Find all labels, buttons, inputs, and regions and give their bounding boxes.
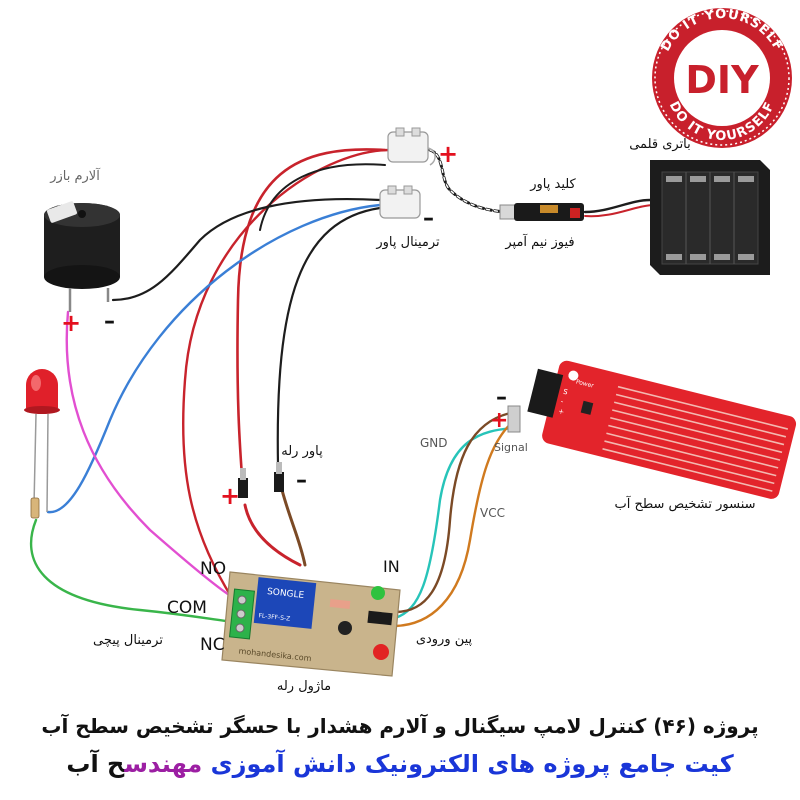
wire-black-buzzer <box>111 197 382 302</box>
wire-brown-gnd <box>393 410 517 614</box>
label-sensor: سنسور تشخیص سطح آب <box>614 495 755 512</box>
label-input-pins: پین ورودی <box>416 632 473 647</box>
label-battery: باتری قلمی <box>629 137 691 152</box>
logo-diy-text: DIY <box>685 58 759 102</box>
caption-kit-title: کیت جامع پروژه های الکترونیک دانش آموزی … <box>0 750 800 778</box>
wire-switch-battery <box>583 198 652 214</box>
sign-minus-relay: – <box>296 468 307 493</box>
wire-red-power <box>236 148 387 492</box>
wires <box>29 148 656 628</box>
sign-minus-terminal: – <box>423 206 434 231</box>
sign-minus-sensor: – <box>496 385 507 410</box>
label-gnd: GND <box>420 436 448 450</box>
label-in: IN <box>383 557 400 576</box>
wire-red-relay <box>243 503 302 567</box>
label-screw-terminal: ترمینال پیچی <box>93 633 163 648</box>
wire-twisted-battery-2 <box>429 149 511 213</box>
sign-plus-sensor: + <box>490 408 508 433</box>
label-relay-power: پاور رله <box>281 444 323 459</box>
wire-green-nc <box>29 518 236 624</box>
diy-logo: DO IT YOURSELF DO IT YOURSELF DIY <box>652 7 792 148</box>
label-no: NO <box>200 559 226 579</box>
wire-cyan-signal <box>393 426 517 620</box>
relay-model-text: FL-3FF-S-Z <box>258 612 290 622</box>
sensor-pin-s: S <box>562 388 569 397</box>
sign-plus-relay: + <box>220 482 240 510</box>
caption-kit-end: ح آب <box>66 750 125 778</box>
wiring-diagram: S - + Power SONGLE FL-3FF-S-Z mohandesik… <box>24 7 797 694</box>
label-power-switch: کلید پاور <box>529 177 576 192</box>
red-led <box>24 369 60 519</box>
caption-project-title: پروژه (۴۶) کنترل لامپ سیگنال و آلارم هشد… <box>41 714 759 738</box>
caption-kit-blue: کیت جامع پروژه های الکترونیک دانش آموزی <box>202 750 734 778</box>
sign-plus-buzzer: + <box>61 309 81 337</box>
wire-brown-relay <box>280 488 307 567</box>
wire-switch-battery-red <box>584 204 656 218</box>
wire-black-terminal <box>259 163 386 231</box>
label-signal: Signal <box>494 441 528 454</box>
sensor-brand: Power <box>575 378 595 389</box>
water-level-sensor: S - + Power <box>527 360 797 499</box>
sensor-pin-minus: - <box>560 397 565 405</box>
label-com: COM <box>167 598 207 618</box>
power-terminal-connectors <box>379 127 436 219</box>
buzzer <box>44 201 120 312</box>
relay-power-pins <box>238 462 284 498</box>
label-fuse: فیوز نیم آمپر <box>504 233 574 250</box>
wire-orange-vcc <box>393 418 517 628</box>
sign-plus-terminal: + <box>438 140 458 168</box>
label-nc: NC <box>200 635 225 655</box>
relay-module: SONGLE FL-3FF-S-Z mohandesika.com <box>221 571 401 677</box>
sensor-pin-plus: + <box>557 407 565 416</box>
label-buzzer: آلارم بازر <box>49 167 101 184</box>
labels: آلارم بازر باتری قلمی کلید پاور فیوز نیم… <box>49 137 755 694</box>
sensor-header-pins <box>507 405 521 433</box>
wire-blue-led <box>46 203 382 514</box>
wire-pink-no <box>65 310 236 600</box>
label-vcc: VCC <box>480 506 505 520</box>
wire-red-com <box>181 148 392 600</box>
caption-kit-purple: مهندس <box>124 750 203 778</box>
relay-brand-text: SONGLE <box>267 587 305 601</box>
label-power-terminal: ترمینال پاور <box>375 235 440 250</box>
label-relay-module: ماژول رله <box>277 679 331 694</box>
sign-minus-buzzer: – <box>104 309 115 334</box>
wire-black-relay <box>276 206 382 467</box>
battery-holder <box>650 160 770 275</box>
power-switch-fuse <box>499 203 584 221</box>
